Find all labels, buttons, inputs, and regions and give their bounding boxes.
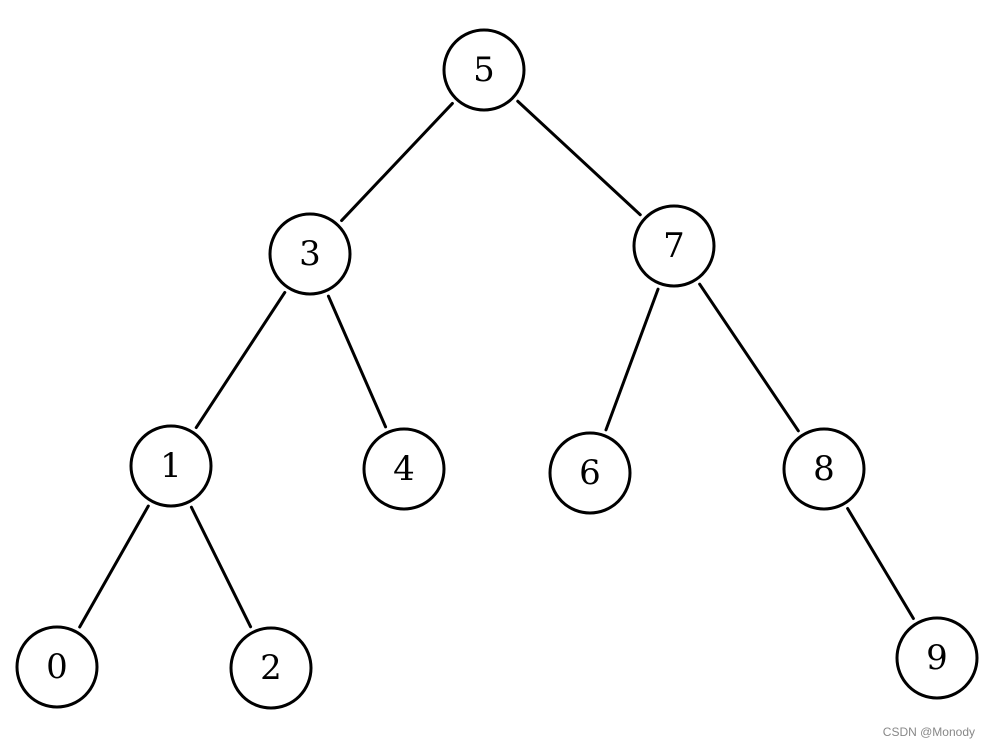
tree-edge-n5-n7	[516, 99, 642, 217]
tree-node-6: 6	[548, 431, 632, 515]
tree-edge-n3-n4	[326, 294, 388, 429]
tree-node-circle	[442, 28, 526, 112]
tree-node-label: 9	[926, 638, 948, 678]
tree-node-label: 0	[46, 647, 68, 687]
tree-node-circle	[895, 616, 979, 700]
tree-node-label: 3	[299, 234, 321, 274]
tree-node-4: 4	[362, 427, 446, 511]
tree-node-circle	[15, 625, 99, 709]
tree-node-circle	[548, 431, 632, 515]
tree-node-2: 2	[229, 626, 313, 710]
tree-node-label: 6	[579, 453, 601, 493]
tree-node-circle	[129, 424, 213, 508]
tree-node-5: 5	[442, 28, 526, 112]
tree-edge-n8-n9	[846, 506, 915, 621]
tree-node-1: 1	[129, 424, 213, 508]
tree-node-label: 4	[393, 449, 415, 489]
tree-node-label: 5	[473, 50, 495, 90]
tree-node-circle	[632, 204, 716, 288]
tree-node-circle	[782, 427, 866, 511]
tree-node-label: 8	[813, 449, 835, 489]
tree-node-circle	[362, 427, 446, 511]
tree-node-circle	[268, 212, 352, 296]
tree-edges	[78, 99, 915, 629]
tree-node-3: 3	[268, 212, 352, 296]
tree-edge-n1-n0	[78, 504, 150, 629]
tree-edge-n3-n1	[194, 290, 287, 430]
tree-node-8: 8	[782, 427, 866, 511]
tree-edge-n7-n8	[698, 282, 800, 433]
tree-node-circle	[229, 626, 313, 710]
tree-nodes: 5 3 7 1 4 6 8 0 2 9	[15, 28, 979, 710]
tree-node-9: 9	[895, 616, 979, 700]
tree-node-7: 7	[632, 204, 716, 288]
tree-node-label: 1	[160, 446, 182, 486]
tree-edge-n7-n6	[604, 287, 660, 432]
tree-edge-n1-n2	[189, 505, 253, 629]
watermark-text: CSDN @Monody	[882, 725, 975, 739]
tree-node-label: 2	[260, 648, 282, 688]
tree-node-label: 7	[663, 226, 685, 266]
tree-edge-n5-n3	[340, 101, 454, 223]
tree-node-0: 0	[15, 625, 99, 709]
